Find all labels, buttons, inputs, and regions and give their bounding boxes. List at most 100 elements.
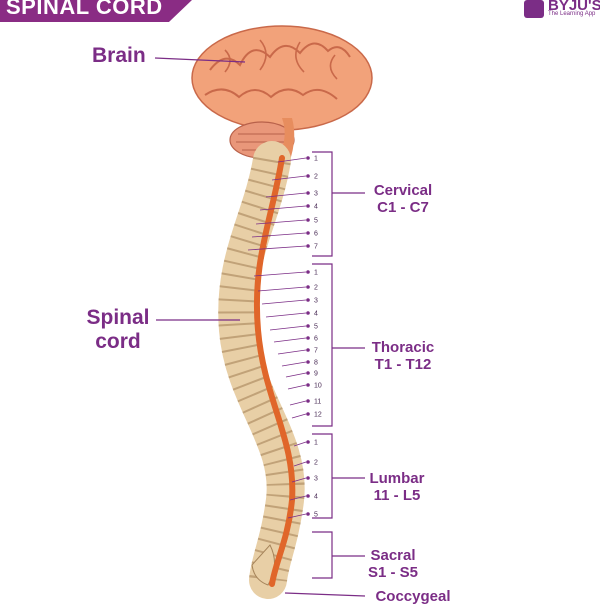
region-lumbar: Lumbar 11 - L5 <box>352 470 442 505</box>
vertebra-pointer-line <box>271 175 307 181</box>
vertebra-pointer-line <box>277 349 307 355</box>
title-banner: SPINAL CORD <box>0 0 192 22</box>
vertebra-pointer-line <box>287 384 307 390</box>
vertebra-pointer-line <box>265 312 307 318</box>
vertebra-pointer-line <box>289 495 307 501</box>
vertebra-number: 4 <box>314 311 318 318</box>
vertebra-dot <box>306 512 310 516</box>
vertebra-dot <box>306 191 310 195</box>
vertebra-number: 5 <box>314 218 318 225</box>
vertebra-pointer-line <box>247 245 307 251</box>
vertebra-dot <box>306 476 310 480</box>
vertebra-dot <box>306 231 310 235</box>
vertebra-number: 1 <box>314 440 318 447</box>
vertebra-pointer-line <box>287 513 307 519</box>
region-sacral: Sacral S1 - S5 <box>348 547 438 582</box>
region-cervical: Cervical C1 - C7 <box>358 182 448 217</box>
vertebra-dot <box>306 360 310 364</box>
vertebra-number: 3 <box>314 476 318 483</box>
region-name: Coccygeal <box>375 588 451 605</box>
vertebra-number: 3 <box>314 191 318 198</box>
vertebra-number: 5 <box>314 512 318 519</box>
vertebra-pointer-line <box>291 477 307 483</box>
vertebra-pointer-line <box>255 219 307 225</box>
vertebra-pointer-line <box>257 286 307 292</box>
vertebra-dot <box>306 348 310 352</box>
vertebra-pointer-line <box>277 157 307 163</box>
vertebra-number: 12 <box>314 412 322 419</box>
vertebra-pointer-line <box>253 271 307 277</box>
vertebra-dot <box>306 244 310 248</box>
region-name: Sacral <box>370 547 416 564</box>
spinal-cord-line <box>253 155 296 587</box>
vertebra-dot <box>306 383 310 387</box>
vertebra-pointer-line <box>285 372 307 378</box>
region-range: 11 - L5 <box>373 487 421 505</box>
vertebra-dot <box>306 371 310 375</box>
region-range: C1 - C7 <box>377 199 429 217</box>
brain-leader-line <box>154 57 246 63</box>
region-thoracic: Thoracic T1 - T12 <box>358 339 448 374</box>
region-name: Thoracic <box>371 339 435 356</box>
vertebra-dot <box>306 298 310 302</box>
page-title: SPINAL CORD <box>6 0 163 19</box>
vertebra-pointer-line <box>251 232 307 238</box>
region-brackets <box>284 151 366 597</box>
vertebra-dot <box>306 285 310 289</box>
vertebra-number: 4 <box>314 204 318 211</box>
vertebra-number: 2 <box>314 174 318 181</box>
vertebra-number: 4 <box>314 494 318 501</box>
vertebra-dot <box>306 412 310 416</box>
spinal-label-line1: Spinal <box>86 306 150 329</box>
vertebra-pointer-line <box>281 361 307 367</box>
logo-name: BYJU'S <box>548 0 600 14</box>
vertebra-number: 6 <box>314 336 318 343</box>
vertebra-dot <box>306 460 310 464</box>
vertebra-number: 1 <box>314 156 318 163</box>
vertebra-dot <box>306 440 310 444</box>
vertebra-dot <box>306 270 310 274</box>
brain-illustration <box>191 25 373 166</box>
vertebra-dot <box>306 324 310 328</box>
logo-tagline: The Learning App <box>548 11 596 17</box>
vertebra-pointer-line <box>291 413 307 419</box>
vertebra-number: 11 <box>314 399 321 406</box>
vertebra-number: 6 <box>314 231 318 238</box>
vertebra-number: 2 <box>314 460 318 467</box>
vertebra-dot <box>306 204 310 208</box>
vertebra-number: 7 <box>314 348 318 355</box>
vertebra-pointer-line <box>265 192 307 198</box>
spinal-label-line2: cord <box>95 330 141 354</box>
region-name: Lumbar <box>369 470 425 487</box>
region-range: S1 - S5 <box>367 564 419 582</box>
vertebra-number: 8 <box>314 360 318 367</box>
vertebra-number: 5 <box>314 324 318 331</box>
vertebra-number: 10 <box>314 383 322 390</box>
vertebra-dot <box>306 174 310 178</box>
logo-badge-icon <box>524 0 544 18</box>
vertebra-pointer-line <box>261 299 307 305</box>
vertebra-dot <box>306 156 310 160</box>
vertebral-column <box>218 141 305 599</box>
region-coccygeal: Coccygeal <box>358 588 468 605</box>
vertebra-dot <box>306 336 310 340</box>
vertebra-dot <box>306 311 310 315</box>
vertebra-dot <box>306 218 310 222</box>
vertebra-pointer-line <box>289 400 307 406</box>
spinal-cord-label: Spinal cord <box>78 306 158 354</box>
vertebra-pointer-line <box>293 461 307 467</box>
vertebra-number: 3 <box>314 298 318 305</box>
logo: BYJU'S The Learning App <box>524 0 600 24</box>
vertebra-pointer-line <box>293 441 307 447</box>
vertebra-dot <box>306 494 310 498</box>
vertebra-dot <box>306 399 310 403</box>
vertebra-pointer-line <box>273 337 307 343</box>
region-name: Cervical <box>373 182 433 199</box>
vertebra-number: 9 <box>314 371 318 378</box>
vertebra-number: 2 <box>314 285 318 292</box>
vertebra-number: 1 <box>314 270 318 277</box>
brain-label: Brain <box>92 44 146 67</box>
vertebra-number: 7 <box>314 244 318 251</box>
